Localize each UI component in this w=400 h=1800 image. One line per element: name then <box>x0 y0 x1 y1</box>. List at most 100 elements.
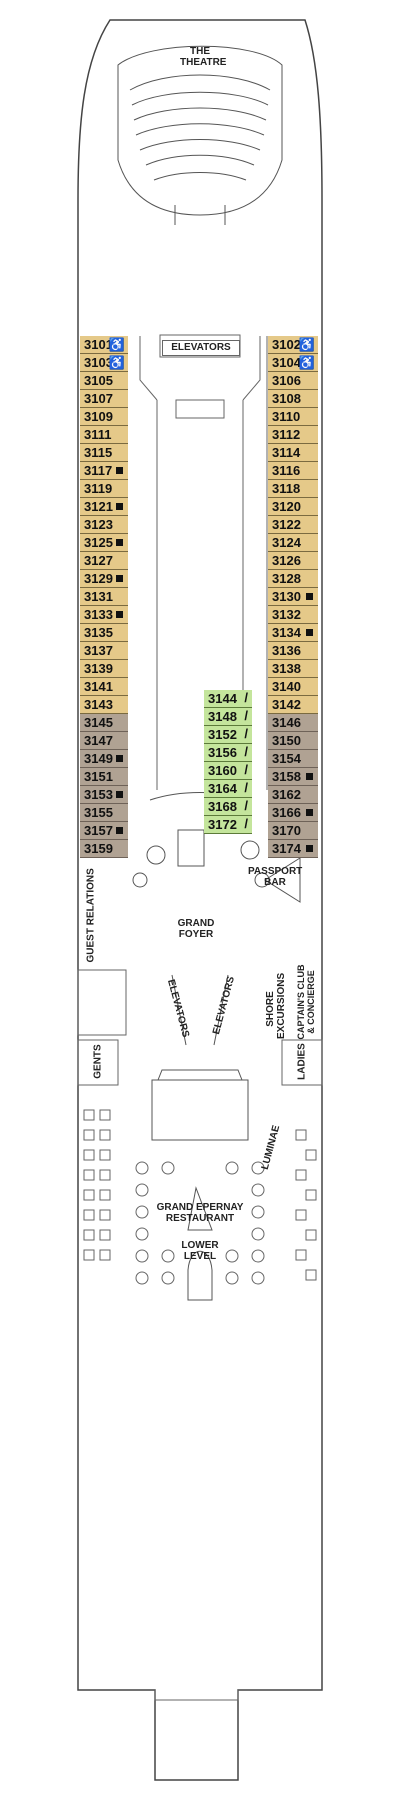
restaurant-label: GRAND EPERNAY RESTAURANT <box>150 1202 250 1224</box>
cabin-3122[interactable]: 3122 <box>268 516 318 534</box>
cabin-number: 3144 <box>208 691 237 706</box>
cabin-3103[interactable]: 3103♿ <box>80 354 128 372</box>
cabin-number: 3135 <box>84 625 113 640</box>
cabin-number: 3166 <box>272 805 301 820</box>
cabin-3104[interactable]: 3104♿ <box>268 354 318 372</box>
cabin-3120[interactable]: 3120 <box>268 498 318 516</box>
cabin-3174[interactable]: 3174 <box>268 840 318 858</box>
cabin-3132[interactable]: 3132 <box>268 606 318 624</box>
cabin-3116[interactable]: 3116 <box>268 462 318 480</box>
cabin-3111[interactable]: 3111 <box>80 426 128 444</box>
cabin-3107[interactable]: 3107 <box>80 390 128 408</box>
cabin-3172[interactable]: 3172/ <box>204 816 252 834</box>
cabin-3109[interactable]: 3109 <box>80 408 128 426</box>
cabin-number: 3174 <box>272 841 301 856</box>
cabin-number: 3124 <box>272 535 301 550</box>
cabin-3101[interactable]: 3101♿ <box>80 336 128 354</box>
cabin-number: 3107 <box>84 391 113 406</box>
cabin-number: 3117 <box>84 463 113 478</box>
cabin-3159[interactable]: 3159 <box>80 840 128 858</box>
cabin-3134[interactable]: 3134 <box>268 624 318 642</box>
cabin-3125[interactable]: 3125 <box>80 534 128 552</box>
cabin-3152[interactable]: 3152/ <box>204 726 252 744</box>
cabin-3162[interactable]: 3162 <box>268 786 318 804</box>
cabin-3105[interactable]: 3105 <box>80 372 128 390</box>
cabin-3158[interactable]: 3158 <box>268 768 318 786</box>
cabin-3130[interactable]: 3130 <box>268 588 318 606</box>
cabin-3139[interactable]: 3139 <box>80 660 128 678</box>
cabin-3149[interactable]: 3149 <box>80 750 128 768</box>
cabin-3143[interactable]: 3143 <box>80 696 128 714</box>
cabin-3145[interactable]: 3145 <box>80 714 128 732</box>
cabin-number: 3121 <box>84 499 113 514</box>
cabin-3135[interactable]: 3135 <box>80 624 128 642</box>
connecting-square-icon <box>306 809 313 816</box>
cabin-3156[interactable]: 3156/ <box>204 744 252 762</box>
cabin-3119[interactable]: 3119 <box>80 480 128 498</box>
cabin-3114[interactable]: 3114 <box>268 444 318 462</box>
cabin-3115[interactable]: 3115 <box>80 444 128 462</box>
cabin-3131[interactable]: 3131 <box>80 588 128 606</box>
cabin-number: 3116 <box>272 463 301 478</box>
cabin-3129[interactable]: 3129 <box>80 570 128 588</box>
passport-bar-label: PASSPORT BAR <box>248 866 302 888</box>
cabin-3150[interactable]: 3150 <box>268 732 318 750</box>
connecting-square-icon <box>116 791 123 798</box>
cabin-3166[interactable]: 3166 <box>268 804 318 822</box>
cabin-number: 3170 <box>272 823 301 838</box>
cabin-number: 3140 <box>272 679 301 694</box>
theatre-label-line2: THEATRE <box>180 57 227 68</box>
cabin-number: 3123 <box>84 517 113 532</box>
cabin-3160[interactable]: 3160/ <box>204 762 252 780</box>
cabin-number: 3131 <box>84 589 113 604</box>
cabin-3144[interactable]: 3144 / <box>204 690 252 708</box>
cabin-number: 3114 <box>272 445 301 460</box>
cabin-3118[interactable]: 3118 <box>268 480 318 498</box>
cabin-3164[interactable]: 3164/ <box>204 780 252 798</box>
cabin-3142[interactable]: 3142 <box>268 696 318 714</box>
cabin-3137[interactable]: 3137 <box>80 642 128 660</box>
cabin-3136[interactable]: 3136 <box>268 642 318 660</box>
cabin-number: 3162 <box>272 787 301 802</box>
cabin-3146[interactable]: 3146 <box>268 714 318 732</box>
cabin-3138[interactable]: 3138 <box>268 660 318 678</box>
cabin-3148[interactable]: 3148/ <box>204 708 252 726</box>
theatre-seating <box>117 45 283 225</box>
sofa-bed-slash-icon: / <box>244 816 248 831</box>
cabin-3128[interactable]: 3128 <box>268 570 318 588</box>
cabin-3157[interactable]: 3157 <box>80 822 128 840</box>
cabin-3151[interactable]: 3151 <box>80 768 128 786</box>
cabin-number: 3108 <box>272 391 301 406</box>
cabin-number: 3137 <box>84 643 113 658</box>
cabin-3153[interactable]: 3153 <box>80 786 128 804</box>
cabin-3106[interactable]: 3106 <box>268 372 318 390</box>
cabin-3121[interactable]: 3121 <box>80 498 128 516</box>
cabin-3108[interactable]: 3108 <box>268 390 318 408</box>
sofa-bed-slash-icon: / <box>244 690 248 705</box>
cabin-3102[interactable]: 3102♿ <box>268 336 318 354</box>
cabin-3141[interactable]: 3141 <box>80 678 128 696</box>
restaurant-tables <box>83 1109 317 1285</box>
cabin-3127[interactable]: 3127 <box>80 552 128 570</box>
captains-club-label: CAPTAIN'S CLUB & CONCIERGE <box>296 962 316 1042</box>
passport-bar-line1: PASSPORT <box>248 866 303 877</box>
connecting-square-icon <box>116 467 123 474</box>
cabin-number: 3109 <box>84 409 113 424</box>
cabin-3155[interactable]: 3155 <box>80 804 128 822</box>
cabin-3126[interactable]: 3126 <box>268 552 318 570</box>
cabin-3170[interactable]: 3170 <box>268 822 318 840</box>
cabin-3168[interactable]: 3168/ <box>204 798 252 816</box>
cabin-3110[interactable]: 3110 <box>268 408 318 426</box>
cabin-3123[interactable]: 3123 <box>80 516 128 534</box>
cabin-3133[interactable]: 3133 <box>80 606 128 624</box>
cabin-3147[interactable]: 3147 <box>80 732 128 750</box>
cabin-3124[interactable]: 3124 <box>268 534 318 552</box>
cabin-number: 3104 <box>272 355 301 370</box>
cabin-3112[interactable]: 3112 <box>268 426 318 444</box>
cabin-number: 3138 <box>272 661 301 676</box>
cabin-3140[interactable]: 3140 <box>268 678 318 696</box>
cabin-3154[interactable]: 3154 <box>268 750 318 768</box>
cabin-number: 3134 <box>272 625 301 640</box>
cabin-3117[interactable]: 3117 <box>80 462 128 480</box>
